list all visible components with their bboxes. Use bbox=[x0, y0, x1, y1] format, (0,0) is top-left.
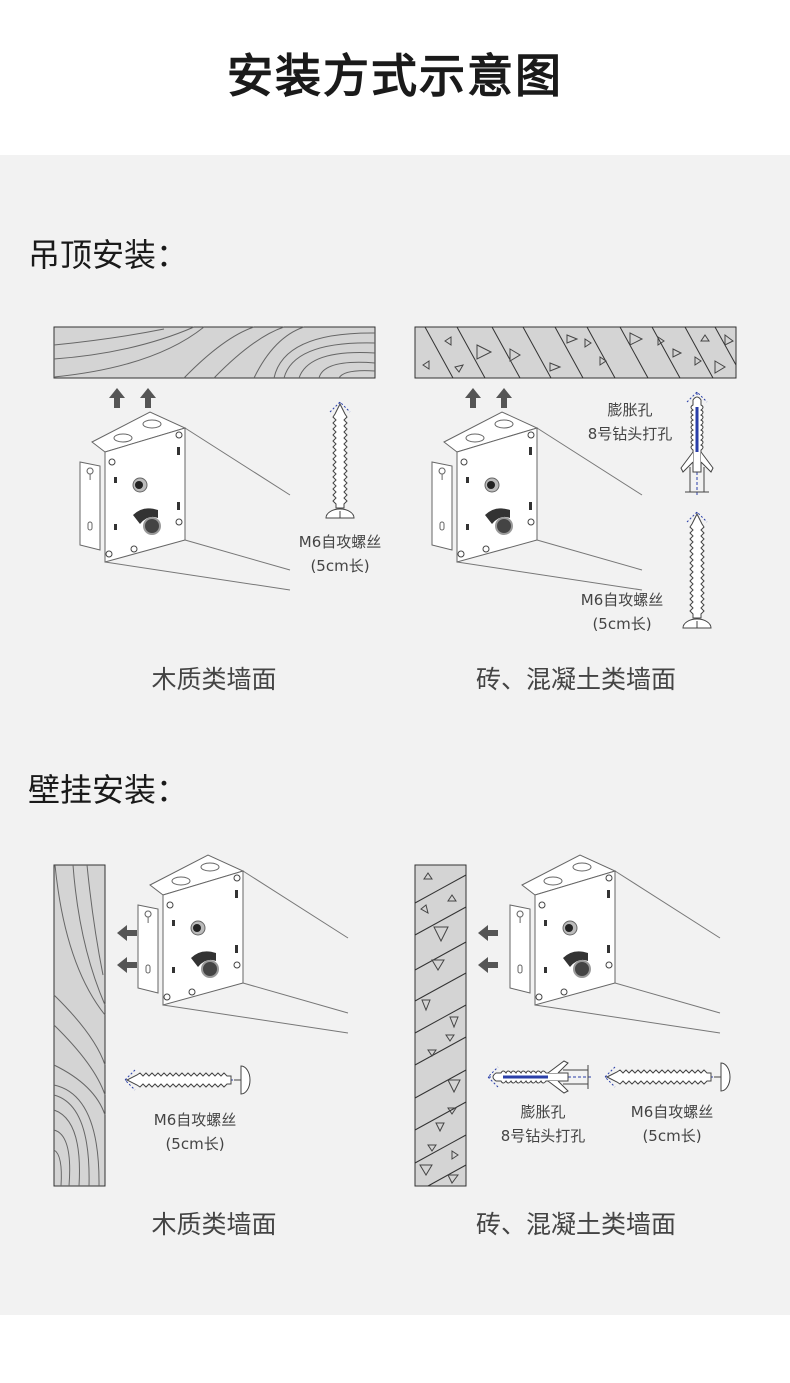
section-heading-wall: 壁挂安装： bbox=[28, 771, 189, 809]
projector-bracket bbox=[79, 411, 291, 591]
page-title: 安装方式示意图 bbox=[227, 49, 563, 103]
concrete-ceiling bbox=[414, 326, 737, 379]
projector-bracket bbox=[137, 854, 349, 1034]
arrow-up-icon bbox=[465, 388, 481, 408]
self-tapping-screw bbox=[124, 1065, 251, 1095]
wood-wall bbox=[53, 864, 106, 1187]
concrete-wall bbox=[414, 864, 467, 1187]
caption-concrete: 砖、混凝土类墙面 bbox=[475, 665, 677, 694]
arrow-up-icon bbox=[109, 388, 125, 408]
caption-wood: 木质类墙面 bbox=[151, 1210, 277, 1239]
arrow-up-icon bbox=[496, 388, 512, 408]
screw-label: M6自攻螺丝(5cm长) bbox=[630, 1103, 714, 1145]
section-heading-ceiling: 吊顶安装： bbox=[28, 236, 189, 274]
arrow-left-icon bbox=[117, 957, 137, 973]
caption-wood: 木质类墙面 bbox=[151, 665, 277, 694]
arrow-left-icon bbox=[117, 925, 137, 941]
expansion-anchor bbox=[680, 391, 714, 497]
self-tapping-screw bbox=[682, 511, 712, 629]
caption-concrete: 砖、混凝土类墙面 bbox=[475, 1210, 677, 1239]
projector-bracket bbox=[509, 854, 721, 1034]
screw-label: M6自攻螺丝(5cm长) bbox=[580, 591, 664, 633]
self-tapping-screw bbox=[604, 1062, 731, 1092]
self-tapping-screw bbox=[325, 401, 355, 519]
arrow-left-icon bbox=[478, 957, 498, 973]
arrow-up-icon bbox=[140, 388, 156, 408]
expansion-anchor bbox=[487, 1060, 593, 1094]
screw-label: M6自攻螺丝(5cm长) bbox=[298, 533, 382, 575]
arrow-left-icon bbox=[478, 925, 498, 941]
wood-ceiling bbox=[53, 326, 376, 379]
screw-label: M6自攻螺丝(5cm长) bbox=[153, 1111, 237, 1153]
